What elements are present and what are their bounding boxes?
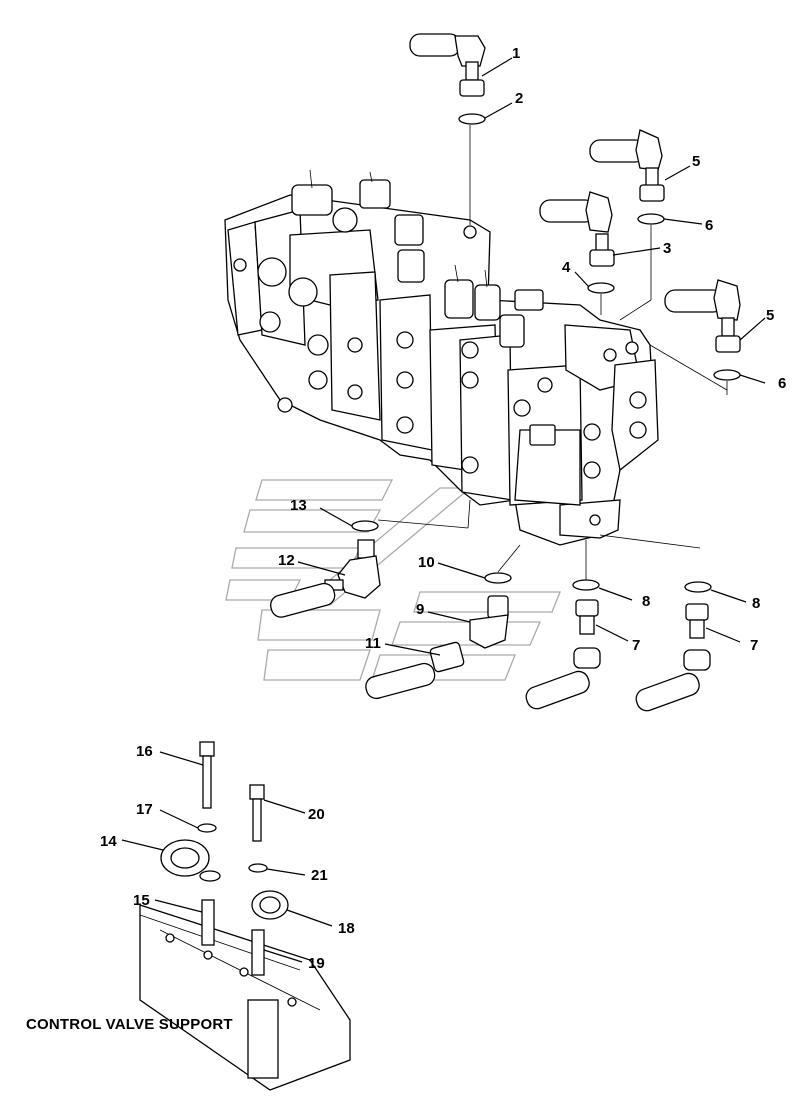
callout-19: 19 (308, 955, 325, 972)
washer-part-21 (248, 863, 268, 873)
callout-11: 11 (365, 635, 381, 652)
leader-line (467, 499, 471, 529)
o-ring-part-8-right (684, 581, 712, 593)
o-ring-part-8-left (572, 579, 600, 591)
callout-8-left: 8 (642, 593, 650, 610)
support-bracket (139, 904, 351, 1091)
callout-18: 18 (338, 920, 355, 937)
fitting-part-7-right (635, 603, 711, 712)
callout-4: 4 (562, 259, 571, 276)
control-valve-assembly (224, 169, 659, 546)
fitting-part-1 (409, 33, 486, 97)
bolt-part-20 (249, 784, 265, 842)
callout-leaders (121, 57, 766, 963)
callout-8-right: 8 (752, 595, 760, 612)
callout-9: 9 (416, 601, 424, 618)
leader-line (599, 534, 701, 549)
elbow-part-9 (469, 595, 509, 649)
mount-part-18 (251, 890, 289, 920)
adapter-part-11 (365, 641, 465, 700)
callout-5-lower: 5 (766, 307, 774, 324)
fitting-part-5-lower (664, 279, 741, 353)
callout-7-left: 7 (632, 637, 640, 654)
callout-labels: 1 2 3 4 5 6 5 6 7 8 7 8 9 10 11 12 13 14… (100, 45, 786, 972)
fitting-part-7-left (525, 599, 601, 710)
collar-part-19 (251, 929, 265, 976)
diagram-caption: CONTROL VALVE SUPPORT (26, 1016, 233, 1033)
callout-6-upper: 6 (705, 217, 713, 234)
callout-17: 17 (136, 801, 153, 818)
callout-20: 20 (308, 806, 325, 823)
callout-6-lower: 6 (778, 375, 786, 392)
o-ring-part-4 (587, 282, 615, 294)
mount-part-14 (160, 839, 221, 882)
o-ring-part-2 (458, 113, 486, 125)
bolt-part-16 (199, 741, 215, 809)
elbow-part-12 (270, 539, 381, 618)
callout-2: 2 (515, 90, 523, 107)
leader-line (497, 544, 521, 573)
fitting-part-5-upper (589, 129, 665, 202)
callout-15: 15 (133, 892, 150, 909)
o-ring-part-6-upper (637, 213, 665, 225)
collar-part-15 (201, 899, 215, 946)
callout-1: 1 (512, 45, 520, 62)
o-ring-part-10 (484, 572, 512, 584)
fitting-part-3 (539, 191, 615, 267)
callout-12: 12 (278, 552, 295, 569)
callout-7-right: 7 (750, 637, 758, 654)
callout-3: 3 (663, 240, 671, 257)
washer-part-17 (197, 823, 217, 833)
callout-21: 21 (311, 867, 328, 884)
leader-line (619, 299, 652, 321)
leader-line (377, 519, 469, 529)
o-ring-part-6-lower (713, 369, 741, 381)
callout-16: 16 (136, 743, 153, 760)
callout-10: 10 (418, 554, 435, 571)
callout-13: 13 (290, 497, 307, 514)
callout-5-upper: 5 (692, 153, 700, 170)
leader-line (649, 344, 728, 391)
o-ring-part-13 (351, 520, 379, 532)
callout-14: 14 (100, 833, 117, 850)
